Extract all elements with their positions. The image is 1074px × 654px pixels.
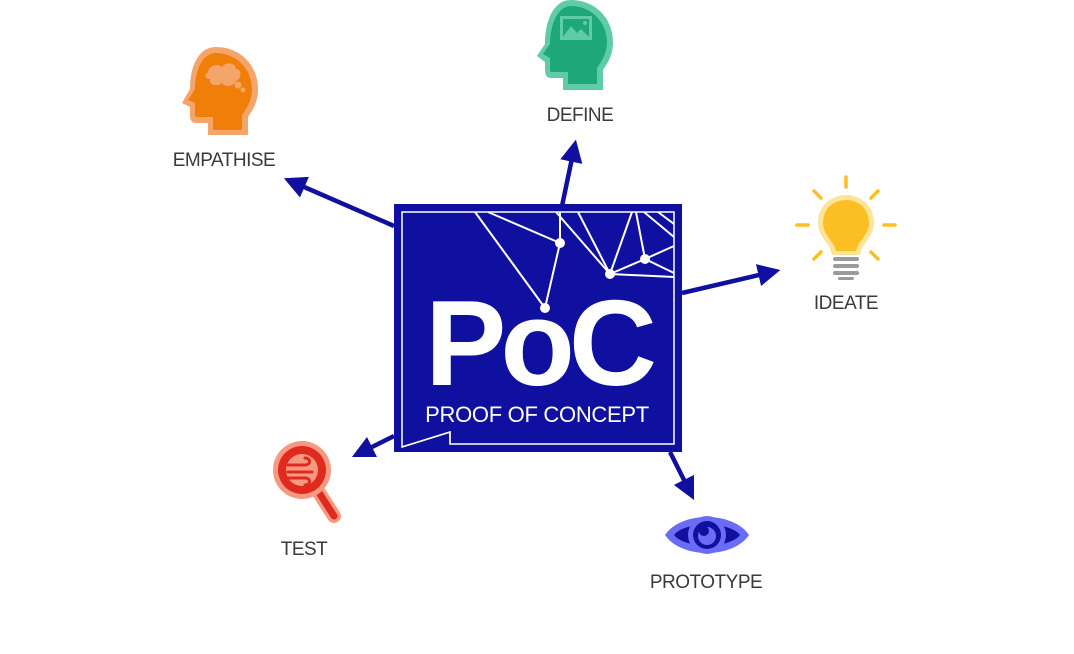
stage-label-ideate: IDEATE [813,293,879,314]
arrow-to-define [559,139,583,207]
head-image-icon [537,0,613,90]
eye-icon [665,516,749,554]
poc-box [394,204,682,452]
head-thought-bubble-icon [182,47,258,135]
arrow-to-empathise [283,176,395,229]
magnifier-icon [273,441,341,523]
poc-title: PoC [425,275,657,411]
stage-label-define: DEFINE [546,105,614,126]
stage-label-prototype: PROTOTYPE [649,572,763,593]
lightbulb-icon [795,175,897,280]
arrow-to-test [351,433,396,458]
arrow-to-prototype [667,450,695,501]
arrow-to-ideate [681,264,781,296]
stage-label-empathise: EMPATHISE [172,150,276,171]
poc-subtitle: PROOF OF CONCEPT [425,402,649,427]
stage-label-test: TEST [280,539,328,560]
network-graphic [474,211,675,309]
